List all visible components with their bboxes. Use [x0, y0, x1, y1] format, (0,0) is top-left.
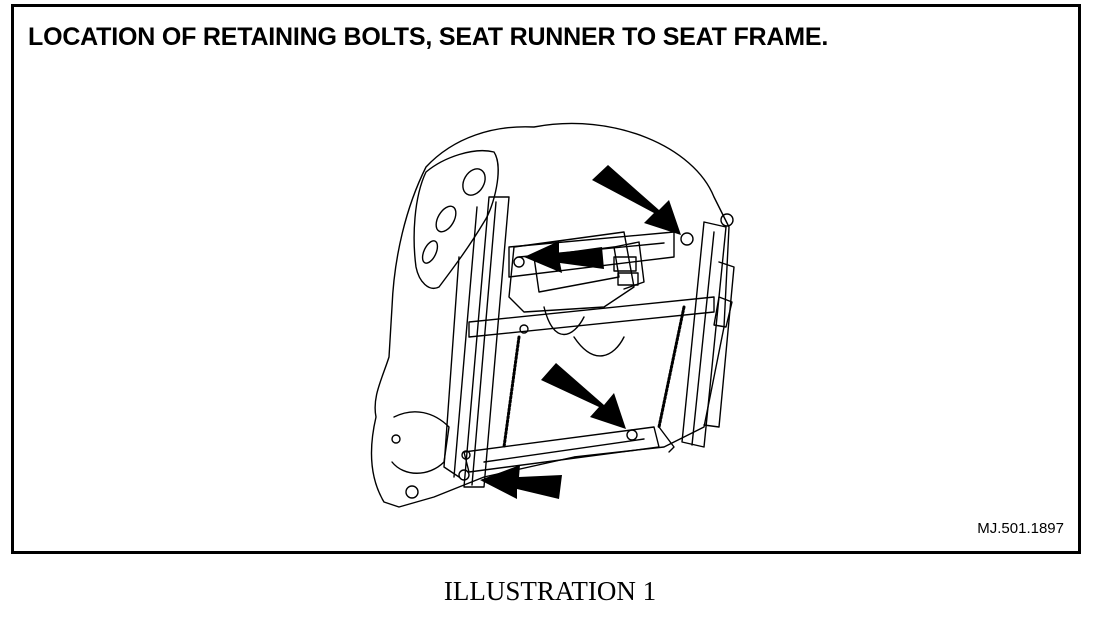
rear-cross-member — [463, 426, 660, 473]
left-seat-runner — [463, 196, 510, 488]
bolt-rear-right — [626, 429, 638, 441]
seat-cushion-outline — [370, 122, 730, 508]
bolt-rear-left — [458, 469, 470, 481]
figure-frame: LOCATION OF RETAINING BOLTS, SEAT RUNNER… — [11, 4, 1081, 554]
figure-caption: ILLUSTRATION 1 — [443, 576, 657, 606]
right-spring — [657, 305, 686, 429]
right-seat-runner — [681, 221, 727, 448]
arrow-rear-left — [480, 465, 562, 499]
bolt-front-right — [680, 232, 694, 246]
arrow-rear-right — [541, 363, 626, 429]
bolt-front-left — [513, 256, 525, 268]
arrow-front-left — [524, 241, 604, 273]
motor-housing — [508, 231, 635, 313]
arrow-front-right — [592, 165, 681, 235]
figure-title: LOCATION OF RETAINING BOLTS, SEAT RUNNER… — [28, 23, 829, 51]
front-cross-member — [508, 231, 675, 278]
left-spring — [502, 335, 521, 449]
reference-code: MJ.501.1897 — [977, 520, 1064, 537]
seat-frame-drawing — [370, 122, 735, 508]
left-bolster — [413, 150, 499, 289]
